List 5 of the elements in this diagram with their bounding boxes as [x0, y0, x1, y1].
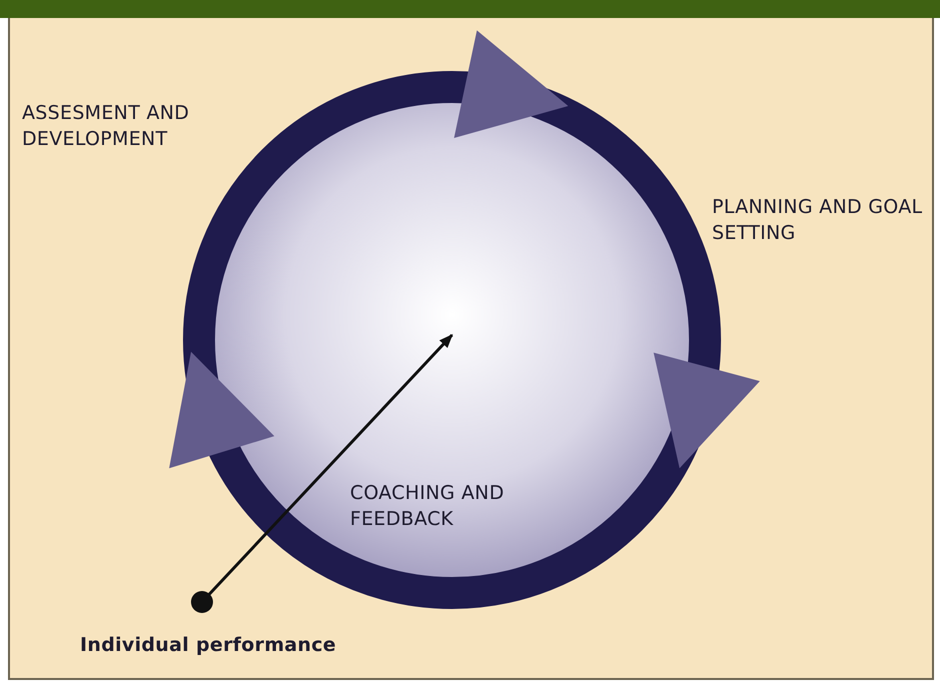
arrow: [191, 334, 454, 613]
caption-label: Individual performance: [80, 632, 360, 658]
stage-label: PLANNING AND GOAL SETTING: [712, 195, 924, 246]
stage-label: ASSESMENT AND DEVELOPMENT: [22, 101, 190, 152]
stage-label: COACHING AND FEEDBACK: [350, 481, 506, 532]
